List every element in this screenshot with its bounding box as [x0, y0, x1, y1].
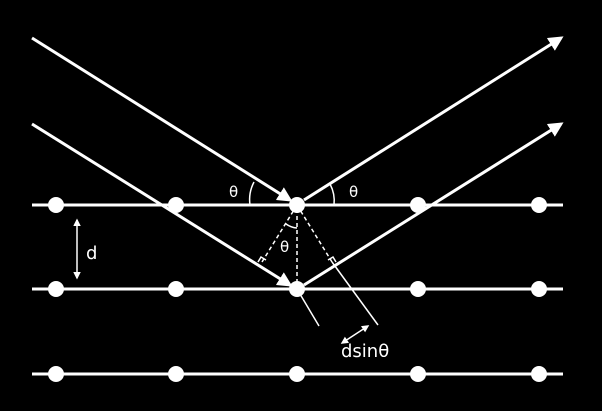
extension-line-lower	[296, 288, 320, 327]
spacing-label: d	[86, 243, 97, 264]
extension-line-upper	[331, 261, 379, 326]
right-angle-marks	[257, 255, 337, 263]
atom	[48, 281, 64, 297]
atom	[410, 281, 426, 297]
atom	[410, 366, 426, 382]
angle-arc-right	[329, 183, 335, 206]
right-angle-mark-left	[257, 255, 267, 263]
theta-label-left: θ	[229, 183, 238, 201]
construction-lines	[261, 204, 333, 284]
theta-label-right: θ	[349, 183, 358, 201]
atom	[531, 281, 547, 297]
perpendicular-right-dashed-line	[296, 204, 333, 263]
angle-arc-center	[285, 223, 298, 229]
theta-label-center: θ	[280, 238, 289, 256]
atom	[289, 366, 305, 382]
right-angle-mark-right	[327, 255, 337, 263]
path-difference-indicator	[296, 261, 379, 344]
incident-ray-lower	[31, 122, 293, 287]
atom	[531, 197, 547, 213]
angle-arcs	[248, 181, 335, 229]
atom	[168, 197, 184, 213]
angle-arc-left	[248, 181, 255, 206]
atom	[410, 197, 426, 213]
reflected-ray-upper	[303, 36, 564, 202]
path-difference-double-arrow	[340, 325, 370, 344]
path-difference-label: dsinθ	[341, 341, 389, 362]
lattice-atoms	[48, 197, 547, 382]
reflected-ray-lower	[303, 122, 564, 287]
atom	[168, 281, 184, 297]
incident-ray-upper	[31, 36, 293, 202]
atom	[168, 366, 184, 382]
x-ray-beams	[31, 36, 564, 287]
atom	[48, 366, 64, 382]
atom	[48, 197, 64, 213]
atom	[531, 366, 547, 382]
